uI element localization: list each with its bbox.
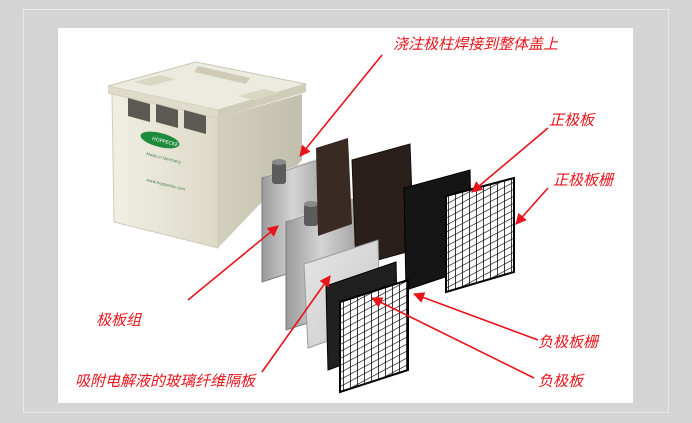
annotation-arrows [187, 54, 549, 379]
positive-plate-grid [445, 176, 515, 294]
terminal-post-top [272, 159, 286, 165]
hoppecke-logo-badge [140, 131, 180, 149]
terminal-post [272, 162, 286, 184]
label-pour-post: 浇注极柱焊接到整体盖上 [393, 35, 559, 53]
label-negative-plate: 负极板 [538, 372, 584, 390]
arrow-positive-plate [471, 127, 549, 193]
arrow-negative-plate [370, 297, 535, 379]
terminal-cover [134, 75, 176, 86]
label-negative-grid: 负极板栅 [538, 333, 599, 351]
label-positive-plate: 正极板 [549, 111, 595, 129]
arrow-plate-group [187, 225, 279, 301]
terminal-post-top [304, 201, 318, 207]
terminal-post [304, 204, 318, 226]
battery-lid-front-edge [108, 86, 218, 118]
terminal-cover [238, 89, 280, 100]
arrow-negative-grid [412, 292, 539, 341]
arrow-pour-post [299, 54, 383, 157]
arrow-separator [261, 275, 331, 373]
frame-border [23, 9, 669, 413]
label-positive-grid: 正极板栅 [553, 171, 614, 189]
arrow-positive-grid [515, 187, 549, 225]
vent-slot [184, 110, 206, 134]
battery-case: HOPPECKE Made in Germany www.hoppecke.co… [107, 61, 307, 249]
battery-side-face [218, 94, 302, 248]
label-plate-group: 极板组 [96, 311, 142, 329]
vent-slot [128, 98, 150, 122]
negative-plate-rear [316, 138, 352, 236]
label-separator: 吸附电解液的玻璃纤维隔板 [75, 372, 256, 390]
vent-slot [156, 104, 178, 128]
lid-label-plate [194, 66, 250, 84]
battery-lid-side-edge [218, 84, 306, 118]
